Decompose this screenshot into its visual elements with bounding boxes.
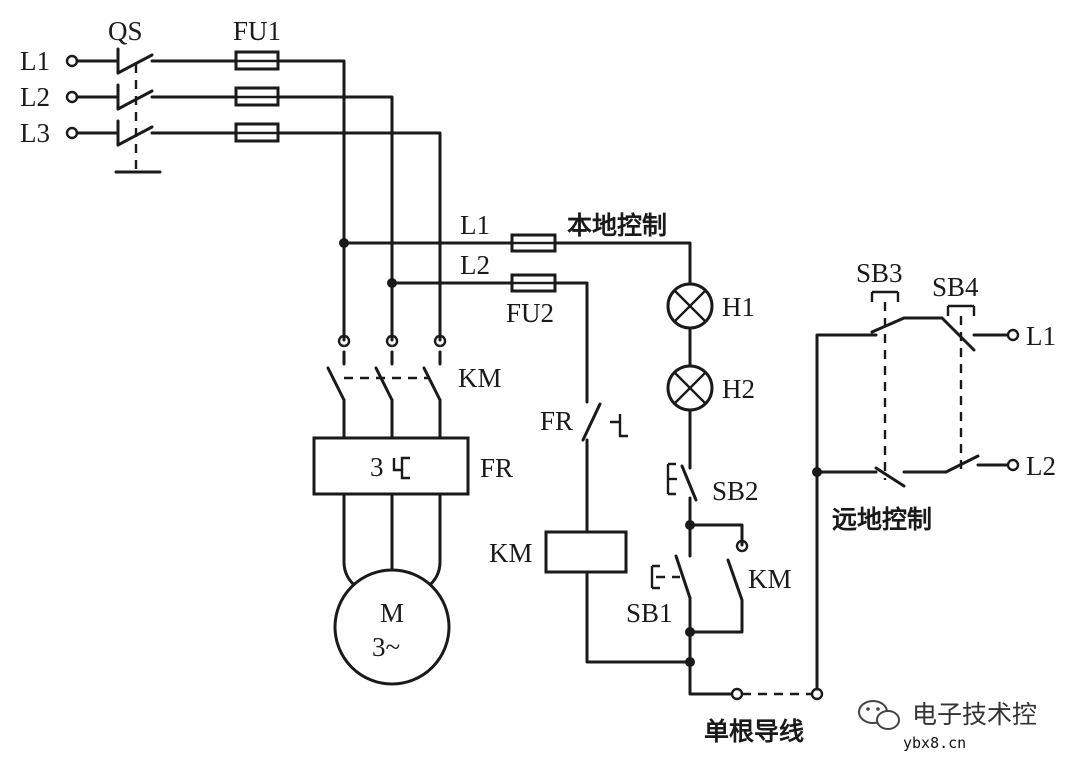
qs-isolator-switch: QS [75,16,238,174]
label-single-wire: 单根导线 [704,717,804,746]
control-circuit: L1 L2 FU2 本地控制 H1 H2 S [342,210,824,746]
label-km-main: KM [458,363,502,393]
label-l1-ctrl: L1 [460,210,490,240]
label-l2-in: L2 [20,82,50,112]
label-l2-ctrl: L2 [460,250,490,280]
sb2-stop-button: SB2 [666,460,759,527]
label-sb3: SB3 [856,258,903,288]
indicator-lamp-2: H2 [666,364,755,412]
fu1-fuses: FU1 [233,16,281,143]
fr-thermal-relay: 3 FR [312,436,513,496]
remote-control-station: SB3 SB4 L1 L2 远地控制 [812,258,1056,691]
label-fu2: FU2 [506,298,554,328]
wechat-icon [858,700,900,730]
sb3-button: SB3 [856,258,906,488]
sb1-start-button: SB1 [626,554,692,634]
label-hl2: H2 [722,374,755,404]
label-fr-nc: FR [540,406,573,436]
label-sb1: SB1 [626,598,673,628]
fu2-fuses: FU2 [506,233,557,328]
label-qs: QS [108,16,143,46]
label-motor-m: M [380,598,404,628]
label-sb2: SB2 [712,476,759,506]
label-l2-remote: L2 [1026,451,1056,481]
label-fr-count: 3 [370,452,384,482]
sb4-button: SB4 [932,272,980,474]
watermark: 电子技术控 ybx8.cn [858,700,1037,752]
motor: M 3~ [333,568,451,686]
main-power-circuit: KM 3 FR M 3~ [276,59,513,686]
label-l3-in: L3 [20,118,50,148]
label-fu1: FU1 [233,16,281,46]
label-local-control: 本地控制 [567,211,667,240]
label-l1-remote: L1 [1026,321,1056,351]
label-km-coil: KM [489,538,533,568]
km-main-contacts: KM [326,334,502,440]
indicator-lamp-1: H1 [666,282,755,330]
label-l1-in: L1 [20,46,50,76]
label-km-aux: KM [748,564,792,594]
label-motor-phase: 3~ [372,632,400,662]
label-fr-relay: FR [480,453,513,483]
label-sb4: SB4 [932,272,979,302]
watermark-brand: 电子技术控 [912,700,1037,729]
km-coil: KM [489,530,628,574]
km-hold-contact: KM [688,539,792,634]
fr-nc-contact: FR [540,402,628,442]
label-hl1: H1 [722,292,755,322]
input-terminals: L1 L2 L3 [20,46,79,148]
watermark-site: ybx8.cn [903,734,966,752]
label-remote-control: 远地控制 [832,505,932,534]
